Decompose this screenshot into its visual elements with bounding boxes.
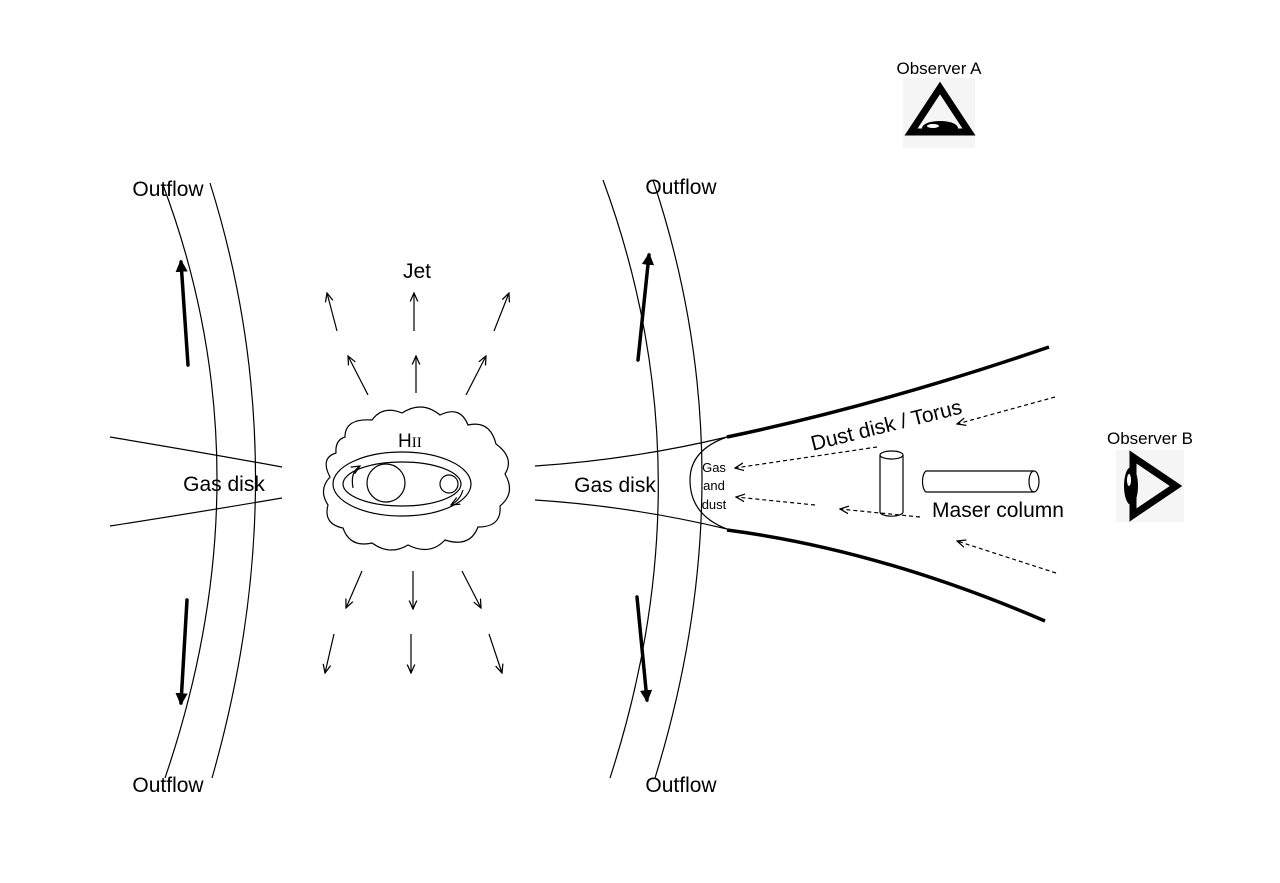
outflow-arrow-left-down	[175, 598, 189, 706]
jet-arrows	[325, 293, 509, 673]
maser-rays	[735, 396, 1057, 574]
maser-column-horizontal	[921, 470, 1040, 493]
gas-and-dust-label-line1: Gas	[702, 460, 726, 475]
outflow-arrow-left-up	[175, 259, 190, 367]
dust-torus	[689, 345, 1050, 623]
observer-a-label: Observer A	[896, 59, 982, 78]
left-outflow-walls	[109, 182, 283, 779]
gas-disk-label-right: Gas disk	[574, 474, 656, 497]
outflow-label-top-right: Outflow	[645, 176, 717, 199]
outflow-label-top-left: Outflow	[132, 178, 204, 201]
gas-and-dust-label-line3: dust	[702, 497, 727, 512]
observer-b-label: Observer B	[1107, 429, 1193, 448]
maser-column-label: Maser column	[932, 499, 1064, 522]
outflow-label-bottom-right: Outflow	[645, 774, 717, 797]
maser-column-vertical	[879, 450, 904, 517]
observer-b-eye-icon	[1116, 450, 1184, 522]
outflow-arrow-right-up	[636, 252, 655, 362]
outflow-label-bottom-left: Outflow	[132, 774, 204, 797]
hii-region-cloud	[322, 406, 511, 551]
gas-and-dust-label-line2: and	[703, 478, 725, 493]
observer-a-eye-icon	[903, 78, 976, 148]
gas-disk-label-left: Gas disk	[183, 473, 265, 496]
jet-label: Jet	[403, 260, 431, 283]
outflow-arrow-right-down	[635, 595, 653, 703]
hii-label: HII	[398, 431, 422, 452]
right-outflow-walls	[534, 179, 728, 779]
dust-disk-torus-label: Dust disk / Torus	[809, 396, 965, 456]
